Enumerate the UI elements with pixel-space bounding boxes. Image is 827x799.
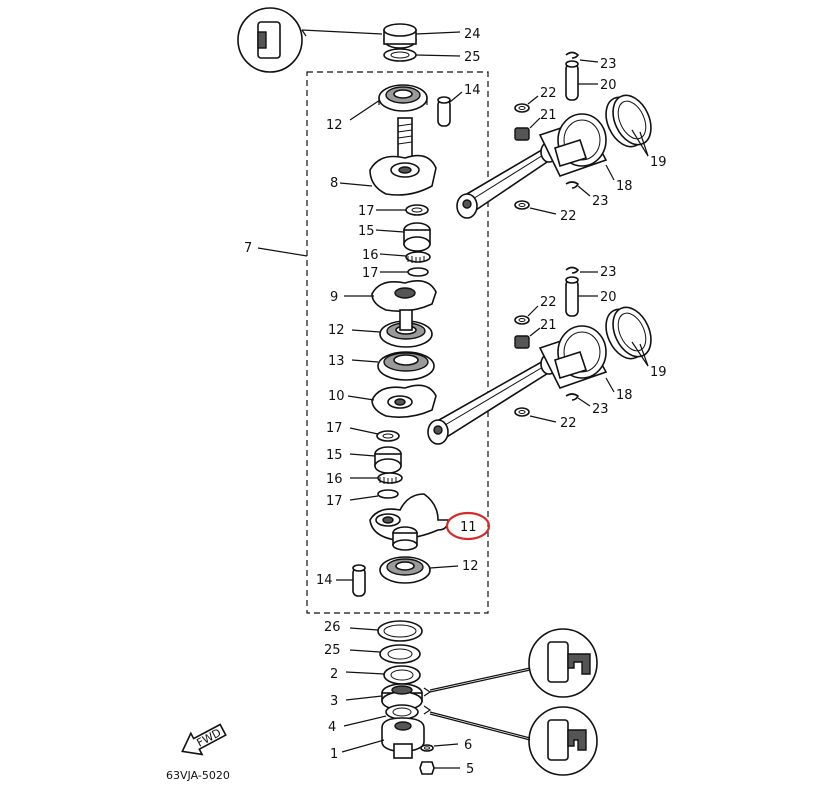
lower-dowel-pin	[336, 564, 366, 597]
label-15-b: 15	[326, 448, 343, 463]
label-18-a: 18	[616, 179, 633, 194]
label-12-bottom: 12	[462, 559, 479, 574]
label-23-c: 23	[600, 265, 617, 280]
label-13: 13	[328, 354, 345, 369]
label-23-b: 23	[592, 194, 609, 209]
label-18-b: 18	[616, 388, 633, 403]
label-16-b: 16	[326, 472, 343, 487]
label-22-a: 22	[540, 86, 557, 101]
label-11-highlighted: 11	[460, 520, 477, 535]
label-25-top: 25	[464, 50, 481, 65]
labyrinth-seal	[351, 351, 435, 381]
lower-connecting-rod	[427, 353, 558, 445]
label-22-c: 22	[540, 295, 557, 310]
fwd-arrow: FWD	[181, 723, 227, 756]
lower-bearing	[379, 556, 459, 584]
label-9: 9	[330, 290, 338, 305]
label-20-a: 20	[600, 78, 617, 93]
label-22-d: 22	[560, 416, 577, 431]
label-26: 26	[324, 620, 341, 635]
lower-piston-group	[514, 266, 652, 423]
label-12-top: 12	[326, 118, 343, 133]
bottom-stack	[341, 620, 460, 775]
label-16-a: 16	[362, 248, 379, 263]
crankshaft-assembly-boundary	[306, 71, 489, 614]
top-oil-seal	[383, 23, 461, 62]
upper-connecting-rod	[456, 141, 558, 219]
upper-bearing	[349, 84, 428, 121]
right-inset-detail-upper	[429, 628, 598, 698]
label-17-b: 17	[362, 266, 379, 281]
label-25-bottom: 25	[324, 643, 341, 658]
label-8: 8	[330, 176, 338, 191]
part-number-labels: 24 25 23 20 22 21 19 18 23 22 14 12 8 17…	[244, 27, 667, 777]
center-main-bearing	[351, 309, 433, 348]
label-1: 1	[330, 747, 338, 762]
highlight-circle	[445, 511, 491, 541]
label-17-c: 17	[326, 421, 343, 436]
right-inset-detail-lower	[429, 706, 598, 776]
label-19-b: 19	[650, 365, 667, 380]
label-14-bottom: 14	[316, 573, 333, 588]
label-21-a: 21	[540, 108, 557, 123]
label-21-b: 21	[540, 318, 557, 333]
upper-piston-group	[514, 51, 652, 215]
label-22-b: 22	[560, 209, 577, 224]
label-3: 3	[330, 694, 338, 709]
label-23-d: 23	[592, 402, 609, 417]
upper-dowel-pin	[437, 91, 463, 127]
label-6: 6	[464, 738, 472, 753]
lower-big-end-parts	[349, 427, 403, 501]
label-12-mid: 12	[328, 323, 345, 338]
upper-crank-web	[339, 117, 437, 196]
drawing-code: 63VJA-5020	[166, 769, 230, 782]
label-20-b: 20	[600, 290, 617, 305]
label-14-top: 14	[464, 83, 481, 98]
middle-crank-web-9	[344, 280, 437, 312]
label-5: 5	[466, 762, 474, 777]
label-15-a: 15	[358, 224, 375, 239]
upper-big-end-parts	[375, 204, 431, 277]
label-17-a: 17	[358, 204, 375, 219]
label-19-a: 19	[650, 155, 667, 170]
label-10: 10	[328, 389, 345, 404]
label-17-d: 17	[326, 494, 343, 509]
label-24: 24	[464, 27, 481, 42]
fwd-label: FWD	[195, 726, 224, 750]
label-23-a: 23	[600, 57, 617, 72]
middle-crank-web-10	[347, 384, 437, 418]
label-7: 7	[244, 241, 252, 256]
lower-crank-web-11	[369, 493, 449, 551]
label-4: 4	[328, 720, 336, 735]
label-2: 2	[330, 667, 338, 682]
top-inset-detail	[237, 7, 383, 73]
